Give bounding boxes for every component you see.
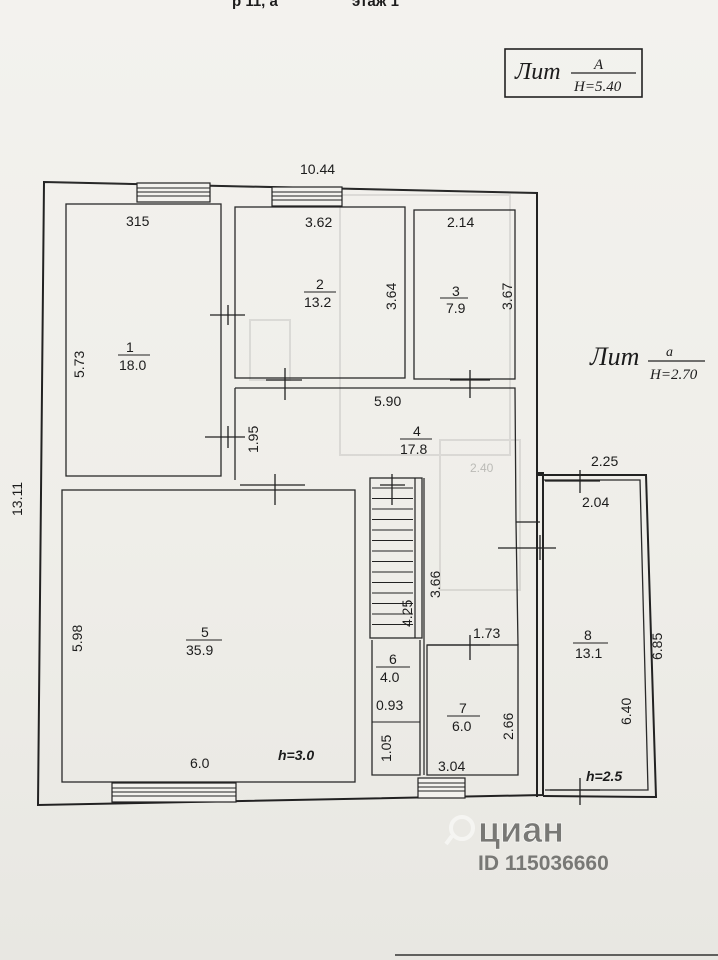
annex-building [536, 473, 658, 799]
room-2 [234, 206, 406, 379]
dim-room2-height: 3.64 [383, 283, 399, 310]
dim-overall-height: 13.11 [9, 482, 25, 516]
dim-annex-outer-height: 6.85 [649, 633, 665, 660]
room-1-number: 1 [126, 339, 134, 355]
dim-room7-height: 2.66 [500, 713, 516, 740]
dim-room5-width: 6.0 [190, 755, 210, 771]
dim-annex-inner-height: 6.40 [618, 698, 634, 725]
lit-main-height: Н=5.40 [573, 79, 622, 95]
room-1 [65, 203, 222, 477]
room-4-area: 17.8 [400, 441, 427, 457]
room-5-number: 5 [201, 624, 209, 640]
dim-bleed-2-40: 2.40 [470, 461, 494, 475]
dim-corridor-height: 1.95 [245, 426, 261, 453]
dim-room1-height: 5.73 [71, 351, 87, 378]
height-annex: h=2.5 [586, 768, 622, 784]
window-bottom-2 [417, 777, 466, 799]
window-bottom-1 [111, 782, 237, 803]
room-7-area: 6.0 [452, 718, 472, 734]
lit-annex-height: Н=2.70 [649, 367, 698, 383]
lit-annex-letter: а [666, 345, 673, 360]
staircase [369, 477, 423, 639]
room-3-area: 7.9 [446, 300, 466, 316]
lit-annex-label: Лит а Н=2.70 [589, 342, 705, 383]
room-4 [234, 387, 540, 646]
room-5 [61, 489, 356, 783]
header-cut-left: р 11, а [232, 0, 279, 10]
dim-room7-top: 1.73 [473, 625, 500, 641]
dim-room1-width: 315 [126, 213, 150, 229]
dim-stair-len: 4.25 [399, 600, 415, 627]
room-labels: 1 18.0 2 13.2 3 7.9 4 17.8 5 35.9 6 4.0 … [118, 276, 608, 734]
dim-room2-width: 3.62 [305, 214, 332, 230]
window-top-1 [136, 182, 211, 203]
window-top-2 [271, 186, 343, 207]
room-8-area: 13.1 [575, 645, 602, 661]
header-cut-right: этаж 1 [352, 0, 399, 10]
watermark: циан ID 115036660 [444, 809, 609, 875]
dim-room5-height: 5.98 [69, 625, 85, 652]
dim-room3-height: 3.67 [499, 283, 515, 310]
watermark-brand: циан [478, 809, 564, 850]
lit-main-label: Лит А Н=5.40 [504, 48, 643, 98]
height-main: h=3.0 [278, 747, 314, 763]
dim-annex-inner: 2.04 [582, 494, 609, 510]
windows [111, 182, 466, 803]
doors [205, 305, 600, 805]
room-6-number: 6 [389, 651, 397, 667]
main-building [36, 180, 544, 807]
dim-room7-width: 3.04 [438, 758, 465, 774]
room-2-number: 2 [316, 276, 324, 292]
room-4-number: 4 [413, 423, 421, 439]
room-3-number: 3 [452, 283, 460, 299]
dim-annex-top: 2.25 [591, 453, 618, 469]
dim-stair-height: 3.66 [427, 571, 443, 598]
dim-room6-width: 0.93 [376, 697, 403, 713]
room-7-number: 7 [459, 700, 467, 716]
dimension-labels: 10.44 13.11 315 5.73 3.62 3.64 2.14 3.67… [9, 161, 665, 784]
watermark-logo-icon [444, 815, 475, 846]
room-1-area: 18.0 [119, 357, 146, 373]
lit-main-name: Лит [514, 59, 561, 85]
room-6 [371, 640, 421, 776]
room-8-number: 8 [584, 627, 592, 643]
lit-main-letter: А [593, 57, 604, 73]
lit-annex-name: Лит [589, 342, 639, 371]
dim-room6-height: 1.05 [378, 735, 394, 762]
room-5-area: 35.9 [186, 642, 213, 658]
room-3 [413, 209, 516, 380]
dim-corridor-width: 5.90 [374, 393, 401, 409]
dim-overall-width: 10.44 [300, 161, 335, 177]
room-2-area: 13.2 [304, 294, 331, 310]
watermark-id: ID 115036660 [478, 852, 609, 875]
dim-room3-width: 2.14 [447, 214, 474, 230]
room-6-area: 4.0 [380, 669, 400, 685]
